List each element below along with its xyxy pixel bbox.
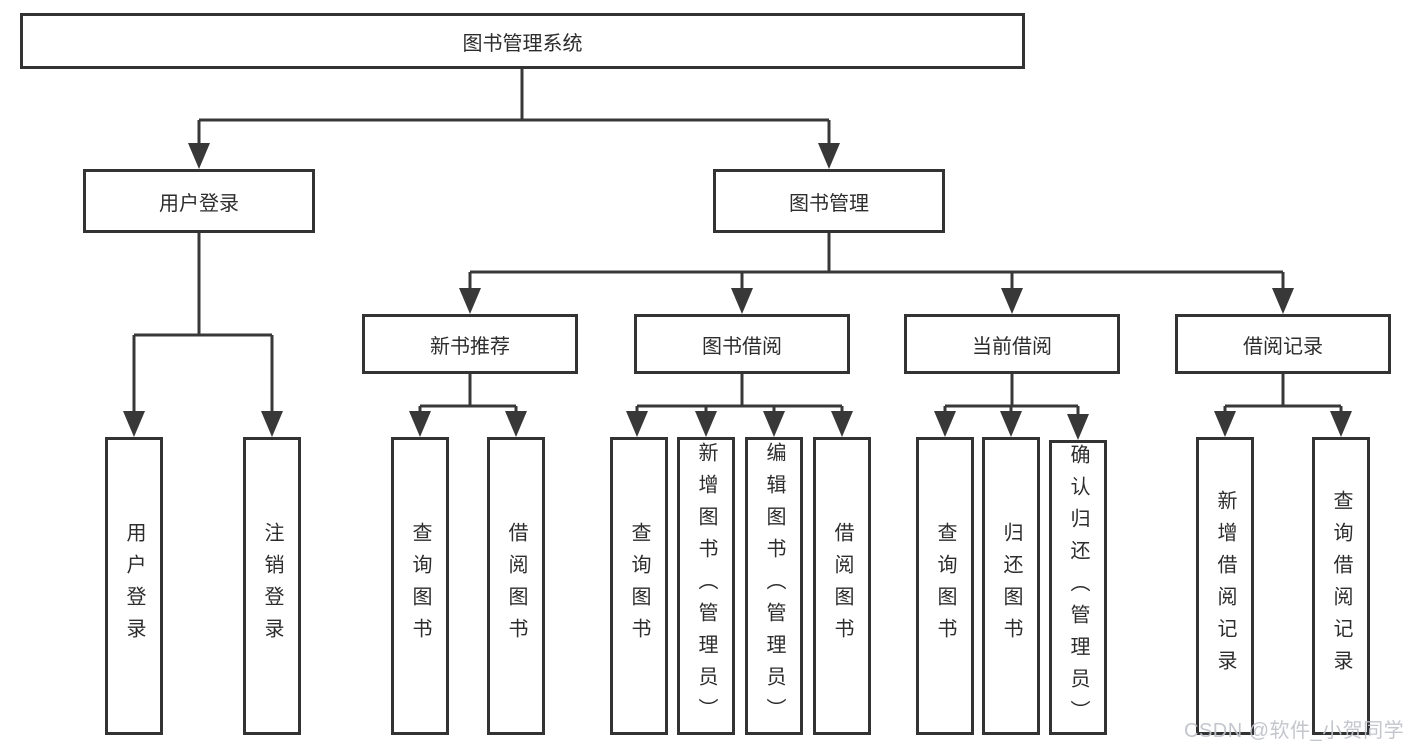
node-label: 查询图书 — [409, 522, 431, 650]
connector-book-borrowing — [635, 374, 844, 418]
node-book-borrowing: 图书借阅 — [634, 314, 850, 374]
arrowheads — [123, 143, 1352, 440]
node-borrow-records: 借阅记录 — [1175, 314, 1391, 374]
node-user-login-action: 用户登录 — [105, 437, 163, 735]
node-user-login: 用户登录 — [83, 169, 315, 233]
node-label: 图书管理系统 — [462, 32, 583, 55]
node-label: 用户登录 — [159, 192, 239, 215]
csdn-watermark: CSDN @软件_小贺同学 — [1184, 720, 1405, 742]
connector-book-management — [468, 233, 1285, 295]
node-borrowing-add-books-admin: 新增图书（管理员） — [677, 437, 735, 735]
node-records-add-record: 新增借阅记录 — [1196, 437, 1254, 735]
node-label: 新增借阅记录 — [1214, 490, 1236, 682]
node-records-query-record: 查询借阅记录 — [1312, 437, 1370, 735]
node-label: 查询借阅记录 — [1330, 490, 1352, 682]
node-borrowing-query-books: 查询图书 — [610, 437, 668, 735]
node-label: 查询图书 — [628, 522, 650, 650]
node-label: 借阅图书 — [505, 522, 527, 650]
node-label: 编辑图书（管理员） — [763, 442, 785, 730]
node-label: 借阅记录 — [1243, 335, 1323, 358]
node-borrowing-borrow-books: 借阅图书 — [813, 437, 871, 735]
node-current-confirm-return-admin: 确认归还（管理员） — [1049, 440, 1107, 735]
node-current-query-books: 查询图书 — [916, 437, 974, 735]
connector-user-login — [132, 233, 274, 418]
node-label: 图书管理 — [789, 192, 869, 215]
connector-new-book-recommend — [418, 374, 518, 418]
node-label: 查询图书 — [934, 522, 956, 650]
node-library-management-system: 图书管理系统 — [20, 13, 1025, 69]
node-current-borrowing: 当前借阅 — [904, 314, 1120, 374]
node-newbook-borrow-books: 借阅图书 — [487, 437, 545, 735]
node-newbook-query-books: 查询图书 — [391, 437, 449, 735]
node-label: 图书借阅 — [702, 335, 782, 358]
connector-borrow-records — [1223, 374, 1343, 418]
node-logout-action: 注销登录 — [243, 437, 301, 735]
node-label: 借阅图书 — [831, 522, 853, 650]
node-new-book-recommend: 新书推荐 — [362, 314, 578, 374]
node-borrowing-edit-books-admin: 编辑图书（管理员） — [745, 437, 803, 735]
node-current-return-books: 归还图书 — [982, 437, 1040, 735]
node-label: 注销登录 — [261, 522, 283, 650]
connector-root — [197, 69, 831, 150]
node-label: 归还图书 — [1000, 522, 1022, 650]
node-label: 确认归还（管理员） — [1067, 443, 1089, 732]
node-label: 新增图书（管理员） — [695, 442, 717, 730]
node-label: 新书推荐 — [430, 335, 510, 358]
node-book-management: 图书管理 — [713, 169, 945, 233]
node-label: 用户登录 — [123, 522, 145, 650]
node-label: 当前借阅 — [972, 335, 1052, 358]
